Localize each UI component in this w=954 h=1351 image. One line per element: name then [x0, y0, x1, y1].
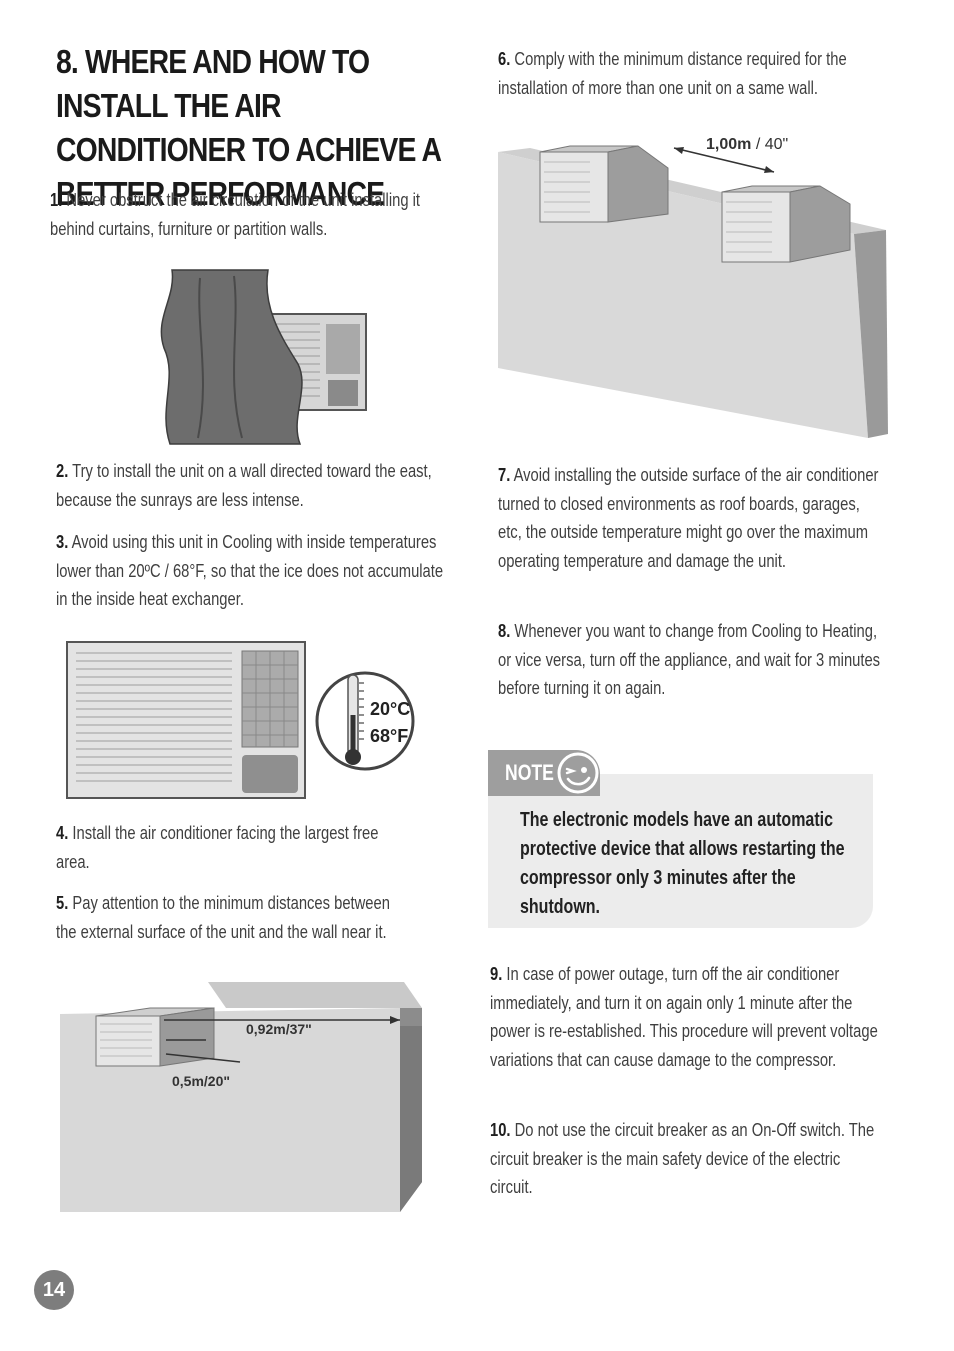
instruction-4: 4. Install the air conditioner facing th… [56, 819, 409, 876]
curtain-obstruction-illustration [160, 269, 367, 445]
unit-spacing-label: 1,00m / 40" [706, 136, 788, 153]
instruction-text: In case of power outage, turn off the ai… [490, 964, 878, 1070]
instruction-text: Avoid installing the outside surface of … [498, 465, 879, 571]
side-distance-label: 0,92m/37" [246, 1021, 312, 1037]
instruction-10: 10. Do not use the circuit breaker as an… [490, 1116, 880, 1202]
instruction-7: 7. Avoid installing the outside surface … [498, 461, 883, 575]
unit-spacing-imperial: / 40" [751, 136, 788, 153]
instruction-3: 3. Avoid using this unit in Cooling with… [56, 528, 458, 614]
instruction-text: Try to install the unit on a wall direct… [56, 461, 432, 510]
instruction-number: 8. [498, 621, 511, 641]
instruction-text: Install the air conditioner facing the l… [56, 823, 379, 872]
note-label: NOTE [505, 760, 554, 785]
instruction-text: Comply with the minimum distance require… [498, 49, 847, 98]
instruction-number: 5. [56, 893, 69, 913]
unit-spacing-metric: 1,00m [706, 136, 751, 153]
instruction-9: 9. In case of power outage, turn off the… [490, 960, 880, 1074]
instruction-number: 1. [50, 190, 63, 210]
instruction-number: 3. [56, 532, 69, 552]
note-text: The electronic models have an automatic … [520, 809, 845, 918]
instruction-number: 10. [490, 1120, 511, 1140]
instruction-8: 8. Whenever you want to change from Cool… [498, 617, 883, 703]
note-tab [488, 750, 600, 796]
instruction-text: Do not use the circuit breaker as an On-… [490, 1120, 875, 1197]
instruction-text: Avoid using this unit in Cooling with in… [56, 532, 444, 609]
instruction-number: 4. [56, 823, 69, 843]
instruction-text: Pay attention to the minimum distances b… [56, 893, 390, 942]
instruction-number: 9. [490, 964, 503, 984]
instruction-number: 6. [498, 49, 511, 69]
instruction-text: Whenever you want to change from Cooling… [498, 621, 881, 698]
section-title: 8. WHERE AND HOW TO INSTALL THE AIR COND… [56, 43, 441, 212]
temperature-limit-illustration: 20°C 68°F [66, 641, 415, 799]
instruction-5: 5. Pay attention to the minimum distance… [56, 889, 409, 946]
instruction-1: 1. Never obstruct the air circulation of… [50, 186, 452, 243]
back-distance-label: 0,5m/20" [172, 1073, 230, 1089]
unit-spacing-illustration: 1,00m / 40" [498, 136, 888, 438]
thermometer-fahrenheit: 68°F [370, 726, 408, 746]
thermometer-celsius: 20°C [370, 699, 410, 719]
note-box [488, 774, 873, 928]
page-number: 14 [34, 1270, 74, 1310]
instruction-2: 2. Try to install the unit on a wall dir… [56, 457, 458, 514]
instruction-number: 2. [56, 461, 69, 481]
wall-distance-illustration: 0,92m/37" 0,5m/20" [60, 982, 422, 1212]
instruction-text: Never obstruct the air circulation of th… [50, 190, 421, 239]
instruction-number: 7. [498, 465, 511, 485]
smiley-icon [557, 752, 599, 794]
instruction-6: 6. Comply with the minimum distance requ… [498, 45, 883, 102]
